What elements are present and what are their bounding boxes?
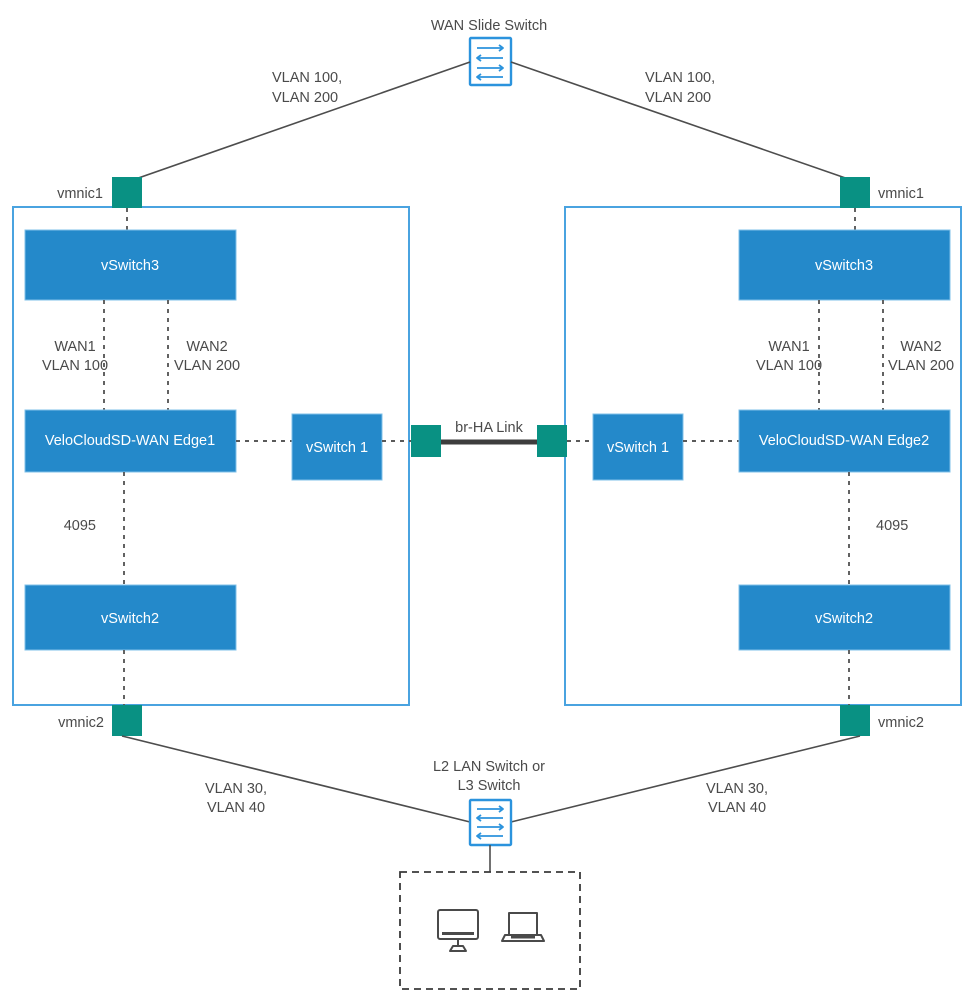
desktop-monitor-icon [437, 909, 479, 952]
host-left-vswitch1[interactable] [291, 413, 383, 481]
lan-downlink-right-label-line2: VLAN 40 [708, 800, 766, 816]
host-right-vmnic1-label: vmnic1 [878, 186, 924, 202]
host-right-ha-port[interactable] [537, 425, 567, 457]
host-right-wan1-label-line1: WAN1 [768, 339, 809, 355]
lan-downlink-left-label-line1: VLAN 30, [205, 781, 267, 797]
wan-uplink-right [510, 61, 858, 183]
host-left-boundary [12, 206, 410, 706]
host-right-wan1-label-line2: VLAN 100 [756, 358, 822, 374]
host-left-vswitch3[interactable] [24, 229, 237, 301]
host-left-wan2-label-line1: WAN2 [186, 339, 227, 355]
host-right-vmnic2[interactable] [840, 705, 870, 736]
host-right-wan2-label-line2: VLAN 200 [888, 358, 954, 374]
host-right-vmnic1[interactable] [840, 177, 870, 208]
host-right-vswitch3-label: vSwitch3 [815, 258, 873, 274]
host-left-wan2-label-line2: VLAN 200 [174, 358, 240, 374]
lan-downlink-left-label-line2: VLAN 40 [207, 800, 265, 816]
host-left-vswitch1-label: vSwitch 1 [306, 440, 368, 456]
host-right-vswitch3[interactable] [738, 229, 951, 301]
host-left-wan1-label-line2: VLAN 100 [42, 358, 108, 374]
host-right-vswitch1[interactable] [592, 413, 684, 481]
host-left-vmnic1-label: vmnic1 [57, 186, 103, 202]
host-left-ha-port[interactable] [411, 425, 441, 457]
host-right-edge-label: VeloCloudSD-WAN Edge2 [759, 433, 929, 449]
host-right-vmnic2-label: vmnic2 [878, 715, 924, 731]
host-left-vswitch3-label: vSwitch3 [101, 258, 159, 274]
wan-switch-label: WAN Slide Switch [431, 18, 547, 34]
host-right-lan-vlan-label: 4095 [876, 518, 908, 534]
l2-lan-switch-icon[interactable] [468, 798, 513, 847]
laptop-icon [501, 912, 545, 942]
client-zone-boundary [399, 871, 581, 990]
lan-switch-label-line1: L2 LAN Switch or [433, 759, 545, 775]
host-right-wan2-label-line1: WAN2 [900, 339, 941, 355]
wan-slide-switch-icon[interactable] [468, 36, 513, 87]
wan-uplink-left-label-line2: VLAN 200 [272, 90, 338, 106]
lan-downlink-right [510, 735, 861, 823]
host-right-vswitch2[interactable] [738, 584, 951, 651]
lan-switch-label-line2: L3 Switch [458, 778, 521, 794]
host-right-vswitch2-label: vSwitch2 [815, 611, 873, 627]
host-left-vswitch2[interactable] [24, 584, 237, 651]
host-right-edge[interactable] [738, 409, 951, 473]
host-left-vmnic2-label: vmnic2 [58, 715, 104, 731]
host-left-vmnic1[interactable] [112, 177, 142, 208]
host-left-lan-vlan-label: 4095 [64, 518, 96, 534]
host-left-edge-label: VeloCloudSD-WAN Edge1 [45, 433, 215, 449]
host-left-vswitch2-label: vSwitch2 [101, 611, 159, 627]
host-left-wan1-label-line1: WAN1 [54, 339, 95, 355]
host-left-vmnic2[interactable] [112, 705, 142, 736]
host-right-vswitch1-label: vSwitch 1 [607, 440, 669, 456]
lan-downlink-left [121, 735, 471, 823]
wan-uplink-right-label-line2: VLAN 200 [645, 90, 711, 106]
wan-uplink-right-label-line1: VLAN 100, [645, 70, 715, 86]
lan-downlink-right-label-line1: VLAN 30, [706, 781, 768, 797]
wan-uplink-left-label-line1: VLAN 100, [272, 70, 342, 86]
wan-uplink-left [126, 61, 471, 183]
br-ha-link-label: br-HA Link [455, 420, 523, 436]
